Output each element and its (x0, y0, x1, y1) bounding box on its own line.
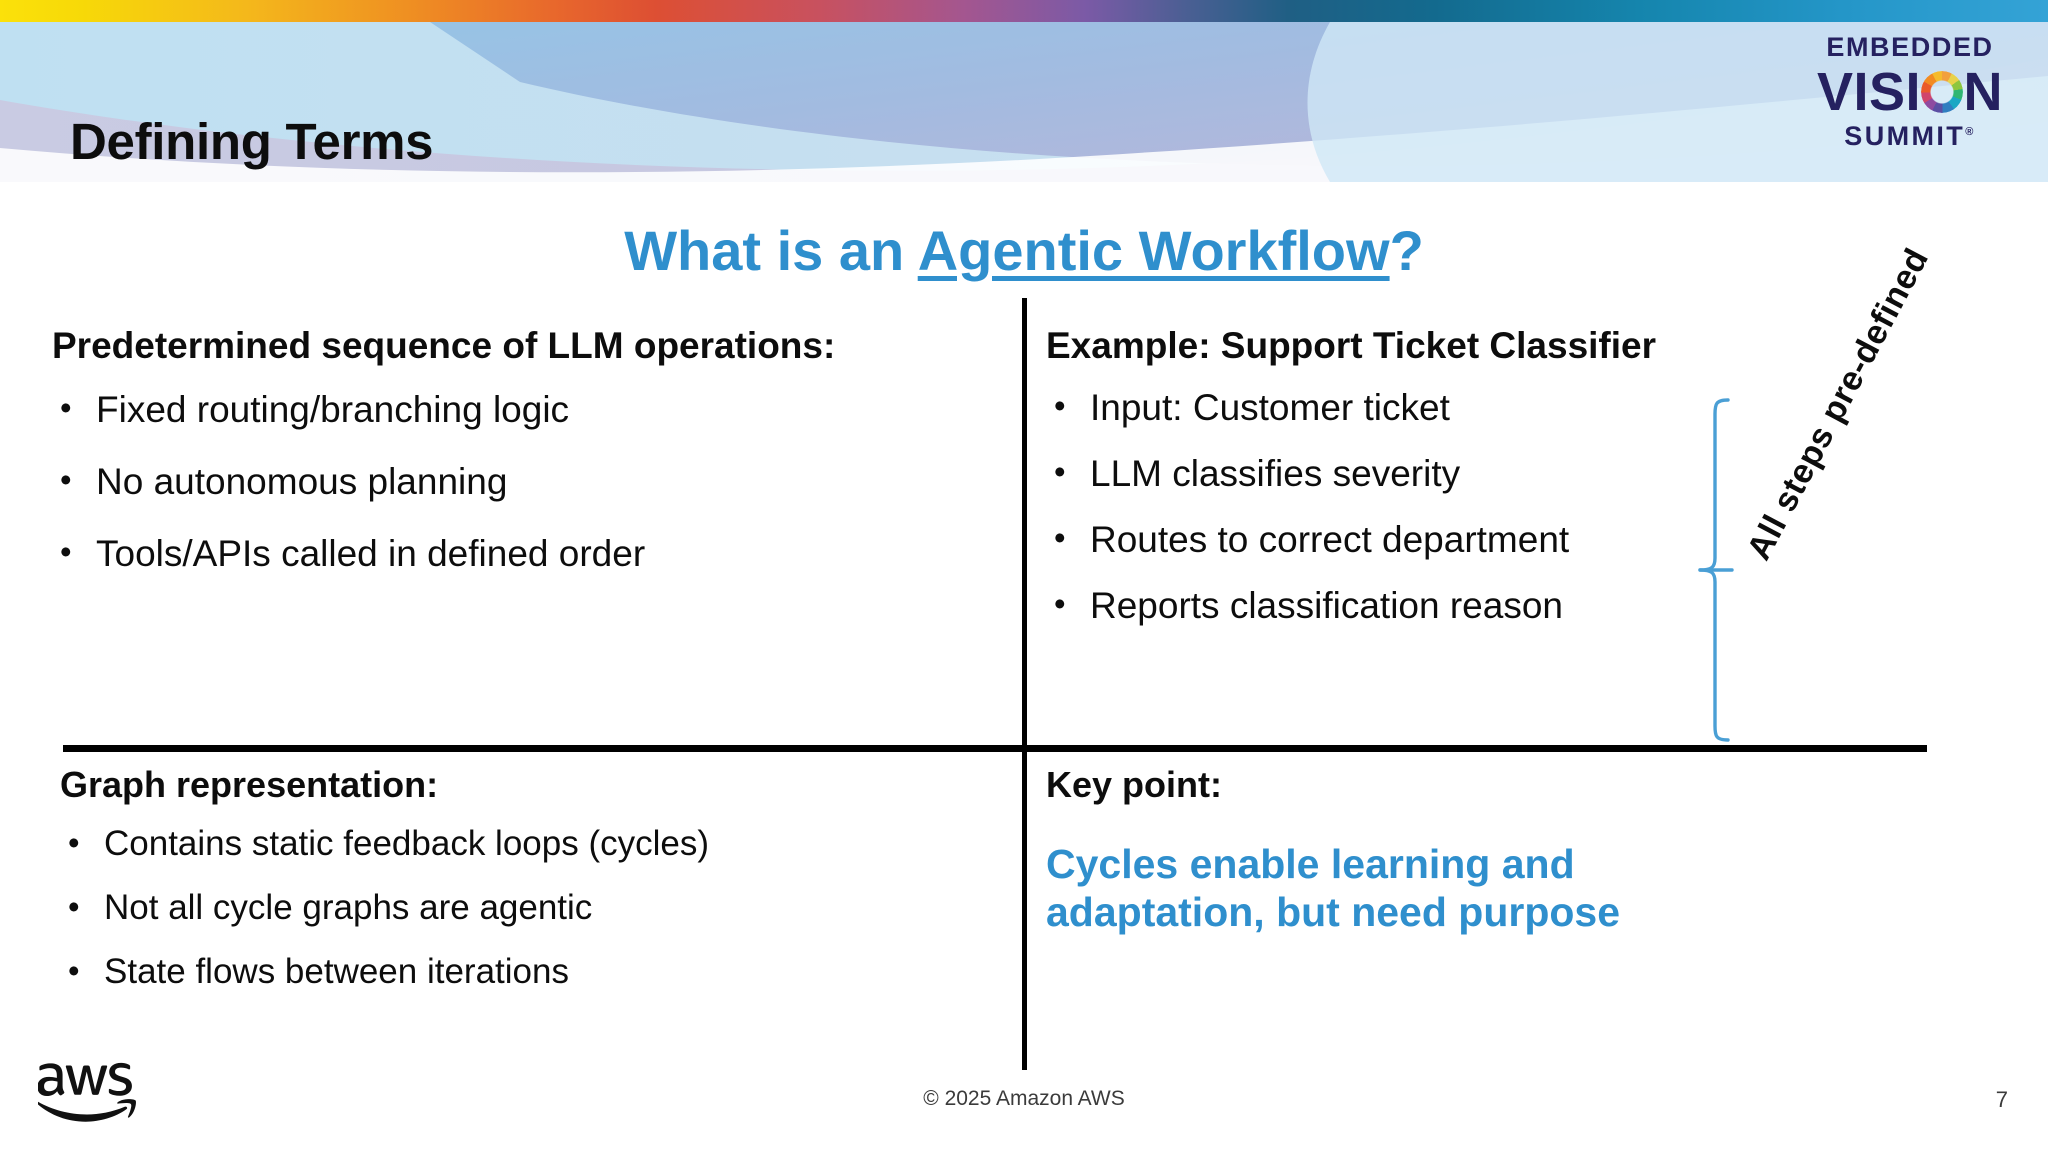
logo-vision-row: VISION (1796, 63, 2024, 121)
quadrant-heading: Graph representation: (60, 764, 439, 805)
page-number: 7 (1995, 1087, 2008, 1112)
headline-emphasis: Agentic Workflow (917, 219, 1390, 282)
quadrant-heading: Predetermined sequence of LLM operations… (52, 325, 836, 366)
key-point-statement: Cycles enable learning and adaptation, b… (1046, 841, 1621, 936)
quadrant-heading: Example: Support Ticket Classifier (1046, 325, 1657, 366)
list-item: Routes to correct department (1046, 519, 1746, 561)
logo-summit-text: SUMMIT® (1844, 121, 1976, 151)
page-title: Defining Terms (70, 113, 434, 171)
bullet-list-example: Input: Customer ticket LLM classifies se… (1046, 387, 1746, 627)
quadrant-heading: Key point: (1046, 764, 1222, 805)
list-item: No autonomous planning (52, 461, 992, 503)
curly-brace-icon (1694, 398, 1738, 742)
quadrant-bottom-left: Graph representation: Contains static fe… (60, 764, 1000, 1016)
quadrant-top-right: Example: Support Ticket Classifier Input… (1046, 325, 1746, 651)
logo-vision-left: VISI (1816, 62, 1922, 122)
list-item: Tools/APIs called in defined order (52, 533, 992, 575)
callout-label-all-steps-pre-defined: All steps pre-defined (1740, 242, 2048, 718)
logo-trademark: ® (1965, 126, 1976, 138)
list-item: Input: Customer ticket (1046, 387, 1746, 429)
logo-embedded-text: EMBEDDED (1826, 32, 1994, 62)
headline-question: What is an Agentic Workflow? (0, 218, 2048, 283)
list-item: Contains static feedback loops (cycles) (60, 824, 1000, 864)
header-swoosh-band (0, 22, 2048, 182)
list-item: Fixed routing/branching logic (52, 389, 992, 431)
color-ring-icon (1921, 71, 1963, 113)
bullet-list-graph: Contains static feedback loops (cycles) … (60, 824, 1000, 992)
list-item: Not all cycle graphs are agentic (60, 888, 1000, 928)
footer-copyright: © 2025 Amazon AWS (923, 1087, 1125, 1110)
quadrant-top-left: Predetermined sequence of LLM operations… (52, 325, 992, 605)
list-item: LLM classifies severity (1046, 453, 1746, 495)
quadrant-bottom-right: Key point: Cycles enable learning and ad… (1046, 764, 1846, 937)
gradient-accent-bar (0, 0, 2048, 22)
aws-logo-icon (35, 1062, 168, 1134)
bullet-list-definition: Fixed routing/branching logic No autonom… (52, 389, 992, 575)
callout-label-text: All steps pre-defined (1739, 242, 1937, 567)
headline-suffix: ? (1389, 219, 1424, 282)
vertical-divider (1022, 298, 1027, 1070)
horizontal-divider (63, 745, 1927, 752)
list-item: Reports classification reason (1046, 585, 1746, 627)
logo-vision-right: N (1963, 62, 2004, 122)
embedded-vision-summit-logo: EMBEDDED VISION SUMMIT® (1796, 34, 2024, 152)
list-item: State flows between iterations (60, 952, 1000, 992)
headline-prefix: What is an (624, 219, 918, 282)
